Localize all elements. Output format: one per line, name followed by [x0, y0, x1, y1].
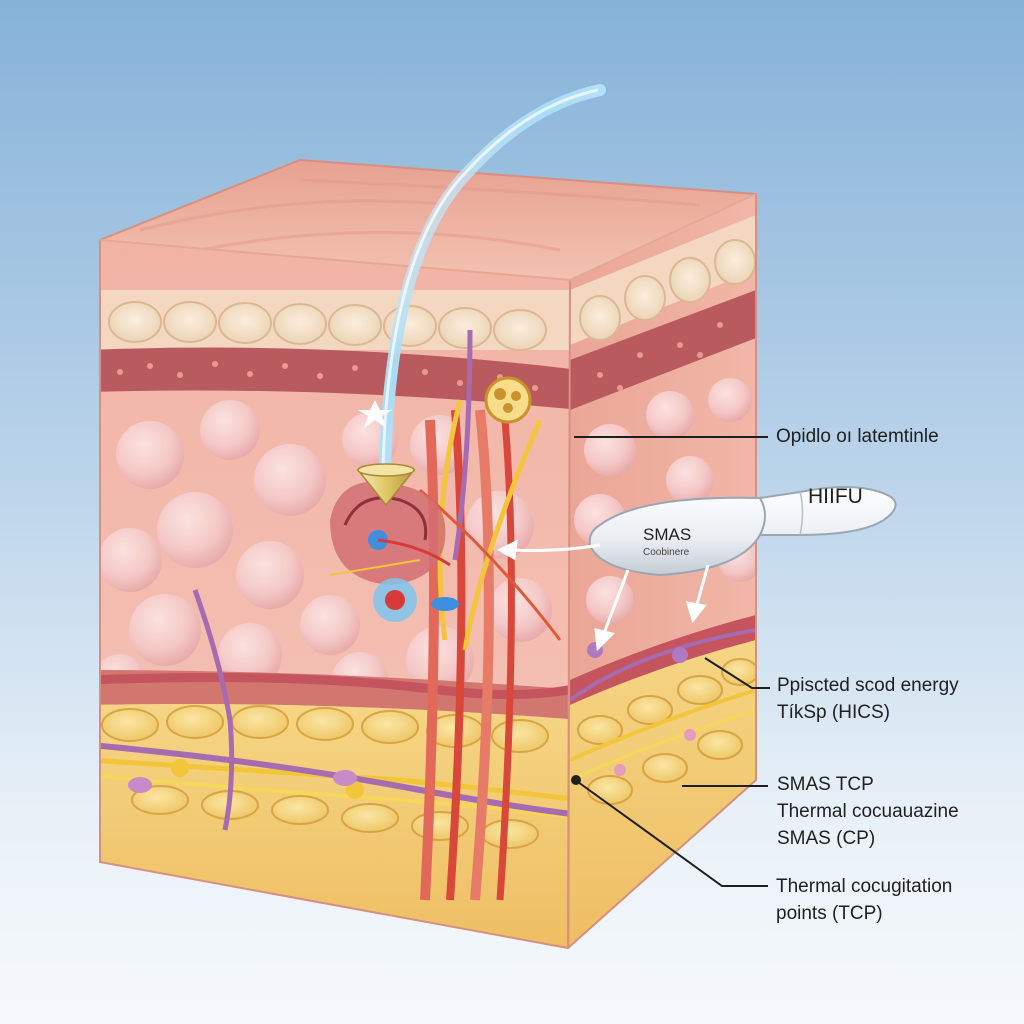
label-ppiscted-line2: TíkSp (HICS) — [777, 699, 959, 726]
label-thermal-points-line2: points (TCP) — [776, 900, 952, 927]
vein-node — [333, 770, 357, 786]
probe-tip-label: HIIFU — [808, 485, 863, 509]
label-ppiscted: Ppiscted scod energy TíkSp (HICS) — [777, 672, 959, 726]
label-opidlo: Opidlo oı latemtinle — [776, 423, 939, 450]
block-front-face — [90, 230, 580, 960]
label-smas-tcp-line1: SMAS TCP — [777, 771, 959, 798]
label-ppiscted-line1: Ppiscted scod energy — [777, 672, 959, 699]
nerve-node — [171, 759, 189, 777]
label-thermal-points-line1: Thermal cocugitation — [776, 873, 952, 900]
label-opidlo-text: Opidlo oı latemtinle — [776, 426, 939, 447]
probe-body-sublabel: Coobinere — [643, 547, 689, 558]
probe-body-label: SMAS — [643, 525, 691, 545]
label-smas-tcp: SMAS TCP Thermal cocuauazine SMAS (CP) — [777, 771, 959, 852]
vein-node — [128, 777, 152, 793]
label-thermal-points: Thermal cocugitation points (TCP) — [776, 873, 952, 927]
label-smas-tcp-line3: SMAS (CP) — [777, 825, 959, 852]
follicle-structure — [486, 378, 530, 422]
label-smas-tcp-line2: Thermal cocuauazine — [777, 798, 959, 825]
